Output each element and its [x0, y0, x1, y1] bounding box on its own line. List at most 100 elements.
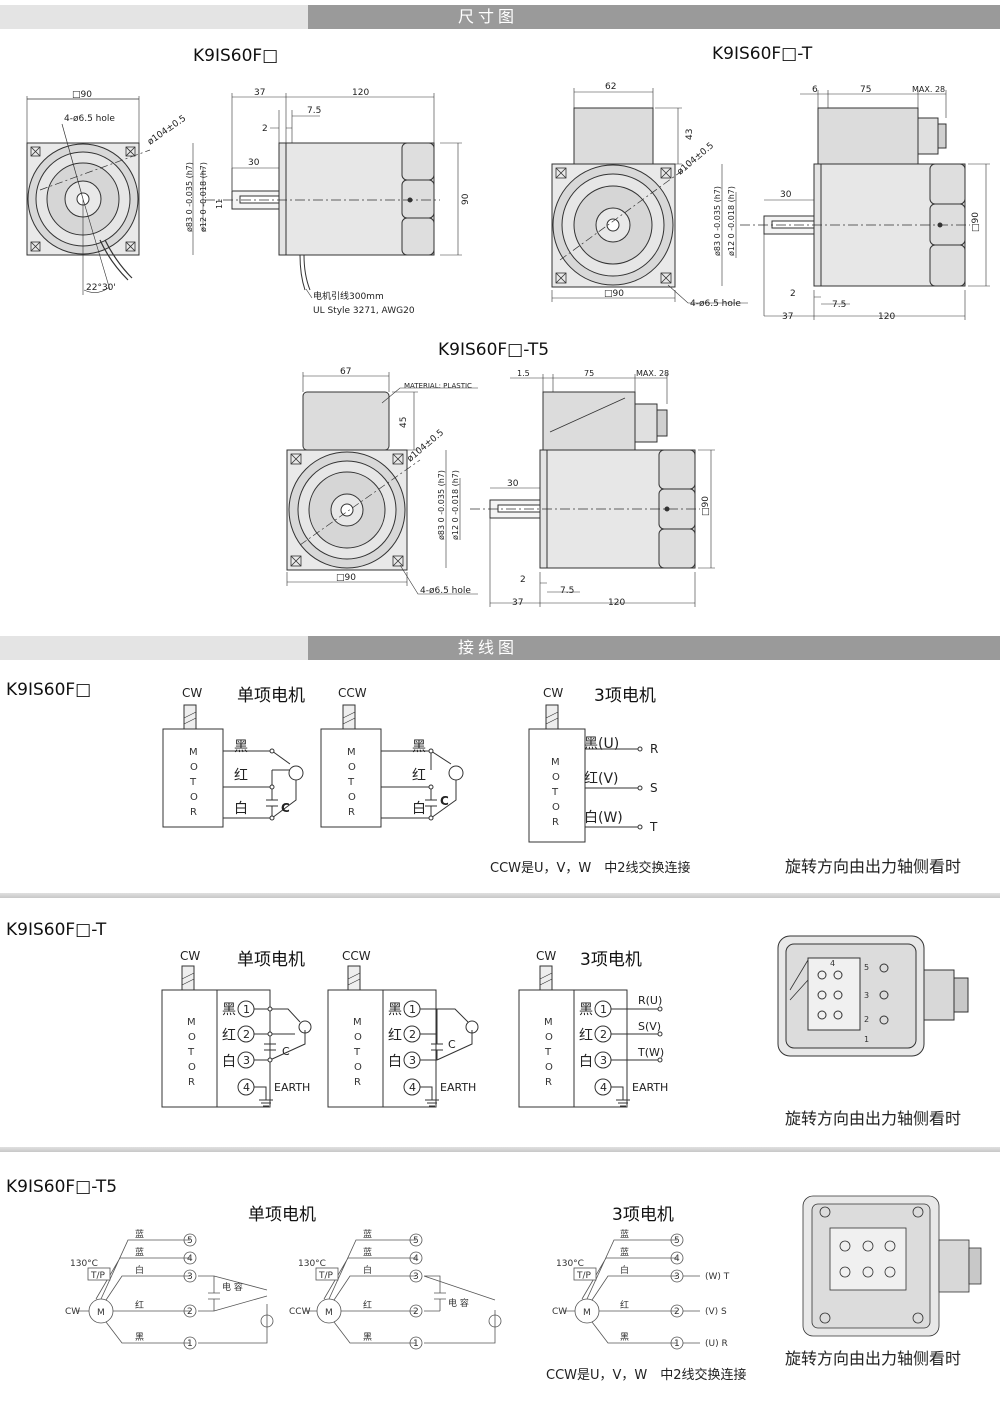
dim-7.5-t: 7.5	[832, 300, 846, 310]
svg-text:O: O	[188, 1032, 196, 1043]
dim-90-t: □90	[971, 212, 981, 232]
svg-text:3: 3	[409, 1054, 416, 1067]
temp-3: 130°C	[556, 1259, 584, 1269]
label-single-1: 单项电机	[237, 686, 305, 706]
svg-text:1: 1	[243, 1003, 250, 1016]
svg-text:1: 1	[864, 1035, 869, 1044]
label-ccw-1: CCW	[338, 686, 367, 700]
side-view-t	[721, 90, 990, 320]
label-three-2: 3项电机	[580, 950, 642, 970]
wiring-row2	[161, 935, 969, 1108]
dim-max28-t5: MAX. 28	[636, 369, 669, 378]
wire-white-1: 白	[234, 801, 248, 817]
svg-text:M: M	[353, 1017, 362, 1028]
phase-sv: S(V)	[638, 1020, 661, 1033]
svg-text:M: M	[544, 1017, 553, 1028]
wire-black-r2-3: 黑	[579, 1002, 593, 1018]
wire-black-2: 黑	[412, 739, 426, 755]
view-note-2: 旋转方向由出力轴侧看时	[785, 1109, 961, 1128]
wiring-row1	[162, 704, 643, 843]
dim-30: 30	[248, 158, 260, 168]
phase-tw: T(W)	[637, 1046, 664, 1059]
wiring-section-header: 接线图	[0, 636, 1000, 660]
dim-62: 62	[605, 82, 616, 92]
svg-text:4: 4	[674, 1254, 680, 1264]
svg-text:2: 2	[864, 1015, 869, 1024]
dim-sq90: □90	[72, 90, 92, 100]
dim-d12: ø12 0 -0.018 (h7)	[199, 162, 208, 232]
phase-r: R	[650, 742, 658, 756]
svg-text:白: 白	[363, 1264, 372, 1276]
model-title-base: K9IS60F□	[193, 46, 279, 66]
ccw-note-1: CCW是U，V，W 中2线交换连接	[490, 860, 691, 876]
wire-red-v: 红(V)	[584, 771, 619, 787]
lead-note-1: 电机引线300mm	[313, 290, 384, 302]
dim-30-t5: 30	[507, 479, 519, 489]
dim-d104-t5: ø104±0.5	[406, 428, 447, 464]
dim-7.5-t5: 7.5	[560, 586, 574, 596]
svg-text:2: 2	[674, 1307, 680, 1317]
dim-d83-t: ø83 0 -0.035 (h7)	[713, 186, 722, 256]
wire-red-r2-2: 红	[388, 1028, 402, 1044]
svg-text:4: 4	[243, 1081, 250, 1094]
dim-6: 6	[812, 85, 818, 95]
cap-r2-2: C	[448, 1038, 456, 1051]
svg-text:4: 4	[187, 1254, 193, 1264]
svg-text:4: 4	[413, 1254, 419, 1264]
svg-text:黑: 黑	[620, 1332, 629, 1343]
svg-text:2: 2	[187, 1307, 193, 1317]
dim-sq90-t5: □90	[336, 573, 356, 583]
cap-r2-1: C	[282, 1045, 290, 1058]
dim-120-t5: 120	[608, 598, 625, 608]
svg-text:R: R	[188, 1077, 195, 1088]
dim-max28: MAX. 28	[912, 85, 945, 94]
svg-text:T: T	[347, 777, 355, 788]
wire-black-r2-1: 黑	[222, 1002, 236, 1018]
divider	[0, 893, 1000, 898]
svg-text:5: 5	[187, 1236, 193, 1246]
svg-text:蓝: 蓝	[363, 1228, 372, 1240]
cap-cn-2: 电 容	[448, 1297, 469, 1309]
svg-text:红: 红	[363, 1299, 372, 1311]
wiring-model-t: K9IS60F□-T	[6, 920, 107, 940]
dim-1.5: 1.5	[517, 369, 530, 378]
dim-75: 75	[860, 85, 871, 95]
svg-text:T: T	[353, 1047, 361, 1058]
svg-text:R: R	[354, 1077, 361, 1088]
dim-hole-t5: 4-ø6.5 hole	[420, 586, 471, 596]
front-view-t5	[286, 372, 478, 595]
svg-text:R: R	[190, 807, 197, 818]
label-cw-r3-1: CW	[65, 1307, 80, 1317]
dim-material: MATERIAL: PLASTIC	[404, 382, 472, 390]
wire-white-r2-2: 白	[388, 1054, 402, 1070]
tp-2: T/P	[318, 1271, 334, 1281]
dim-7.5: 7.5	[307, 106, 321, 116]
ccw-note-2: CCW是U，V，W 中2线交换连接	[546, 1367, 747, 1383]
wire-white-r2-1: 白	[222, 1054, 236, 1070]
svg-text:M: M	[551, 757, 560, 768]
dim-d83: ø83 0 -0.035 (h7)	[185, 162, 194, 232]
phase-vs: (V) S	[705, 1307, 727, 1317]
dim-d104-t: ø104±0.5	[676, 141, 717, 177]
dim-120: 120	[352, 88, 369, 98]
lead-note-2: UL Style 3271, AWG20	[313, 306, 415, 316]
svg-text:M: M	[347, 747, 356, 758]
phase-ur: (U) R	[705, 1339, 728, 1349]
svg-text:1: 1	[409, 1003, 416, 1016]
svg-text:R: R	[552, 817, 559, 828]
svg-text:R: R	[545, 1077, 552, 1088]
front-view-base	[26, 96, 151, 295]
svg-text:1: 1	[600, 1003, 607, 1016]
wire-white-2: 白	[412, 801, 426, 817]
dim-120-t: 120	[878, 312, 895, 322]
wire-red-r2-3: 红	[579, 1028, 593, 1044]
svg-text:3: 3	[864, 991, 869, 1000]
label-cw-3p-2: CW	[536, 949, 556, 963]
svg-text:1: 1	[674, 1339, 680, 1349]
dim-d83-t5: ø83 0 -0.035 (h7)	[437, 470, 446, 540]
dim-67: 67	[340, 367, 351, 377]
svg-text:蓝: 蓝	[620, 1246, 629, 1258]
svg-text:黑: 黑	[363, 1332, 372, 1343]
svg-text:R: R	[348, 807, 355, 818]
